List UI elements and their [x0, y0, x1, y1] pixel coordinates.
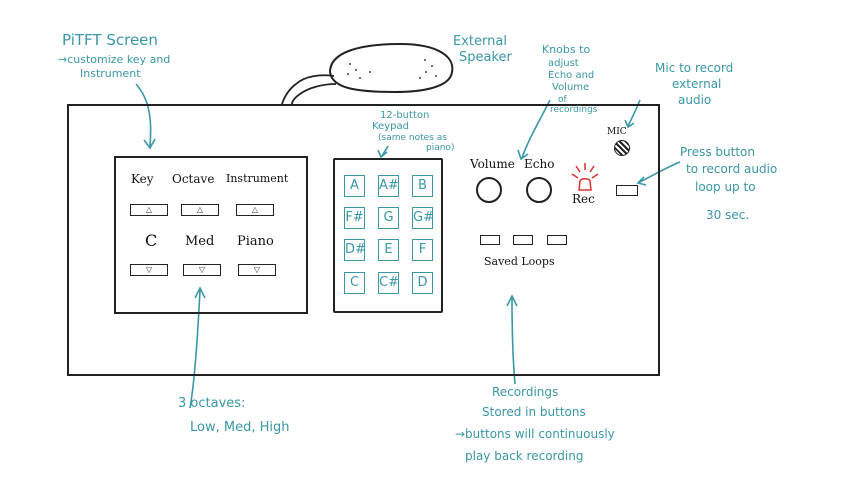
pitft-note-line2: Instrument — [80, 67, 141, 80]
record-button[interactable] — [616, 185, 638, 196]
keypad-button-g-sharp[interactable]: G# — [412, 207, 434, 229]
keypad-note-line4: piano) — [426, 143, 455, 153]
pitft-note-title: PiTFT Screen — [62, 31, 158, 49]
recordings-note-line2: Stored in buttons — [482, 405, 586, 419]
knobs-note-line2: adjust — [548, 58, 579, 69]
rec-light-icon — [578, 178, 592, 191]
recordings-note-line4: play back recording — [465, 449, 584, 463]
saved-loop-button-1[interactable] — [480, 235, 500, 245]
keypad-button-g[interactable]: G — [378, 207, 399, 229]
press-note-line2: to record audio — [686, 162, 778, 176]
keypad-note-line2: Keypad — [372, 121, 409, 132]
keypad-button-a[interactable]: A — [344, 175, 365, 197]
mic-icon — [614, 140, 630, 156]
keypad-button-b[interactable]: B — [412, 175, 433, 197]
saved-loop-button-3[interactable] — [547, 235, 567, 245]
knobs-note-line3: Echo and — [548, 70, 595, 81]
recordings-note-line1: Recordings — [492, 385, 559, 399]
octaves-note-line1: 3 octaves: — [178, 396, 246, 411]
keypad-button-a-sharp[interactable]: A# — [378, 175, 399, 197]
annotation-arrows — [135, 83, 681, 409]
octaves-note-line2: Low, Med, High — [190, 420, 290, 435]
key-value: C — [145, 231, 158, 250]
speaker-cable — [281, 74, 335, 105]
knobs-note-line5: of — [558, 95, 567, 105]
echo-label: Echo — [524, 157, 555, 171]
keypad-button-f-sharp[interactable]: F# — [344, 207, 365, 229]
key-up-button[interactable]: △ — [130, 204, 168, 216]
key-label: Key — [131, 172, 154, 186]
device-body — [67, 104, 660, 376]
keypad-button-d[interactable]: D — [412, 272, 433, 294]
mic-note-line2: external — [672, 77, 722, 91]
knobs-note-line4: Volume — [552, 82, 590, 93]
volume-knob[interactable] — [476, 177, 502, 203]
saved-loop-button-2[interactable] — [513, 235, 533, 245]
speaker-body — [328, 42, 454, 94]
press-note-line4: 30 sec. — [706, 208, 750, 222]
keypad — [333, 158, 443, 313]
rec-light-rays — [571, 163, 599, 179]
speaker-grille — [347, 59, 437, 79]
keypad-button-c[interactable]: C — [344, 272, 365, 294]
saved-loops-label: Saved Loops — [484, 255, 555, 268]
instrument-label: Instrument — [226, 172, 289, 185]
press-note-line3: loop up to — [695, 180, 756, 194]
octave-value: Med — [185, 234, 215, 249]
pitft-screen — [114, 156, 308, 314]
keypad-button-c-sharp[interactable]: C# — [378, 272, 399, 294]
octave-label: Octave — [172, 172, 215, 186]
speaker-note-line1: External — [453, 34, 507, 49]
volume-label: Volume — [470, 157, 515, 171]
knobs-note-line6: recordings — [550, 105, 598, 115]
speaker-note-line2: Speaker — [459, 50, 512, 65]
pitft-note-line1: →customize key and — [58, 53, 171, 66]
octave-up-button[interactable]: △ — [181, 204, 219, 216]
keypad-note-line3: (same notes as — [378, 133, 447, 143]
recordings-note-line3: →buttons will continuously — [455, 427, 615, 441]
instrument-down-button[interactable]: ▽ — [238, 264, 276, 276]
mic-note-line1: Mic to record — [655, 61, 734, 75]
instrument-value: Piano — [237, 234, 274, 249]
knobs-note-line1: Knobs to — [542, 43, 591, 56]
mic-note-line3: audio — [678, 93, 712, 107]
octave-down-button[interactable]: ▽ — [183, 264, 221, 276]
keypad-button-f[interactable]: F — [412, 239, 433, 261]
keypad-button-d-sharp[interactable]: D# — [344, 239, 366, 261]
keypad-note-line1: 12-button — [380, 110, 430, 121]
press-note-line1: Press button — [680, 145, 755, 159]
keypad-button-e[interactable]: E — [378, 239, 399, 261]
mic-label: MIC — [607, 127, 627, 137]
echo-knob[interactable] — [526, 177, 552, 203]
instrument-up-button[interactable]: △ — [236, 204, 274, 216]
rec-label: Rec — [572, 192, 595, 206]
key-down-button[interactable]: ▽ — [130, 264, 168, 276]
